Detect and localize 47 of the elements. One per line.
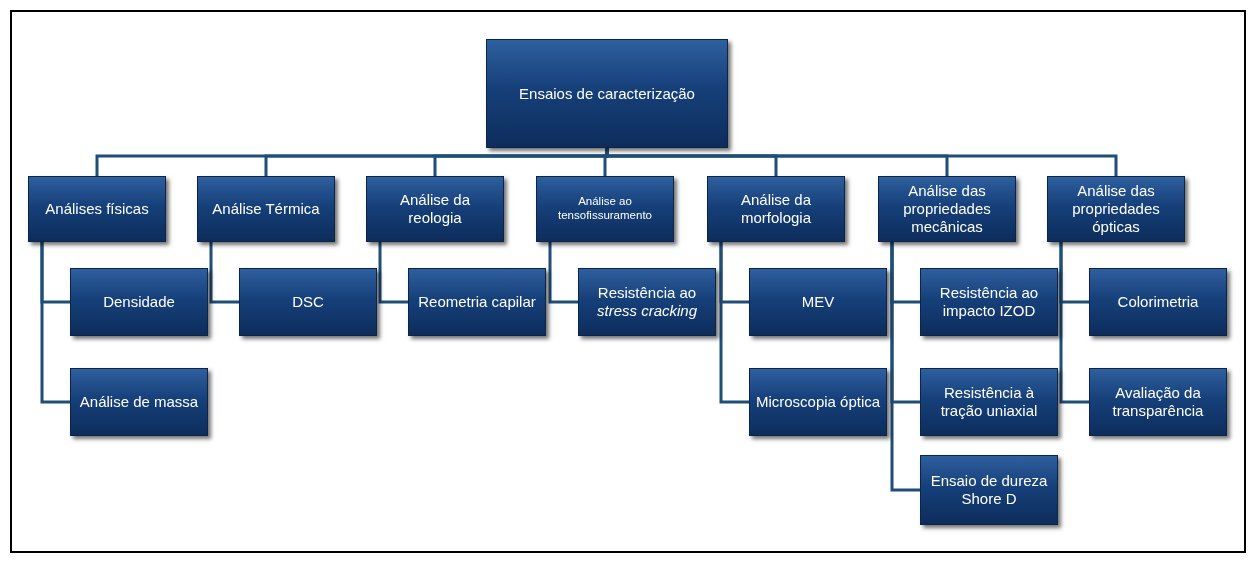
process-box bbox=[920, 268, 1058, 336]
process-box bbox=[1089, 368, 1227, 436]
box-label: Resistência à tração uniaxial bbox=[939, 384, 1039, 420]
box-label: Análise de massa bbox=[79, 393, 199, 411]
process-box bbox=[578, 268, 716, 336]
box-label: MEV bbox=[801, 293, 835, 311]
box-label: DSC bbox=[292, 293, 324, 311]
process-box bbox=[920, 368, 1058, 436]
process-box bbox=[366, 176, 504, 242]
process-box bbox=[239, 268, 377, 336]
box-label: Avaliação da transparência bbox=[1111, 384, 1205, 420]
process-box bbox=[1047, 176, 1185, 242]
connector-line bbox=[719, 242, 749, 404]
box-label: Ensaio de dureza Shore D bbox=[929, 472, 1049, 508]
process-box bbox=[486, 39, 728, 148]
connector-line bbox=[1059, 242, 1089, 404]
process-box bbox=[28, 176, 166, 242]
connector-line bbox=[378, 242, 408, 304]
connector-line bbox=[890, 242, 920, 492]
box-label: Reometria capilar bbox=[418, 293, 536, 311]
connector-line bbox=[548, 242, 578, 304]
process-box bbox=[878, 176, 1016, 242]
connector-line bbox=[40, 242, 70, 404]
box-label: Análise ao tensofissuramento bbox=[557, 195, 653, 223]
process-box bbox=[920, 455, 1058, 525]
box-label: Análises físicas bbox=[45, 200, 149, 218]
box-label: Ensaios de caracterização bbox=[519, 84, 695, 103]
process-box bbox=[536, 176, 674, 242]
process-box bbox=[197, 176, 335, 242]
process-box bbox=[408, 268, 546, 336]
box-label: Análise das propriedades ópticas bbox=[1071, 182, 1161, 236]
box-label: Análise da reologia bbox=[398, 191, 472, 227]
box-label: Densidade bbox=[103, 293, 175, 311]
box-label: Resistência ao impacto IZOD bbox=[938, 284, 1040, 320]
process-box bbox=[707, 176, 845, 242]
connector-line bbox=[209, 242, 239, 304]
process-box bbox=[70, 368, 208, 436]
box-label: Colorimetria bbox=[1117, 293, 1199, 311]
process-box bbox=[70, 268, 208, 336]
box-label: Análise Térmica bbox=[212, 200, 320, 218]
process-box bbox=[1089, 268, 1227, 336]
box-label: Resistência ao stress cracking bbox=[596, 284, 698, 320]
process-box bbox=[749, 268, 887, 336]
box-label: Microscopia óptica bbox=[755, 393, 881, 411]
box-label: Análise das propriedades mecânicas bbox=[902, 182, 992, 236]
box-label: Análise da morfologia bbox=[739, 191, 813, 227]
process-box bbox=[749, 368, 887, 436]
